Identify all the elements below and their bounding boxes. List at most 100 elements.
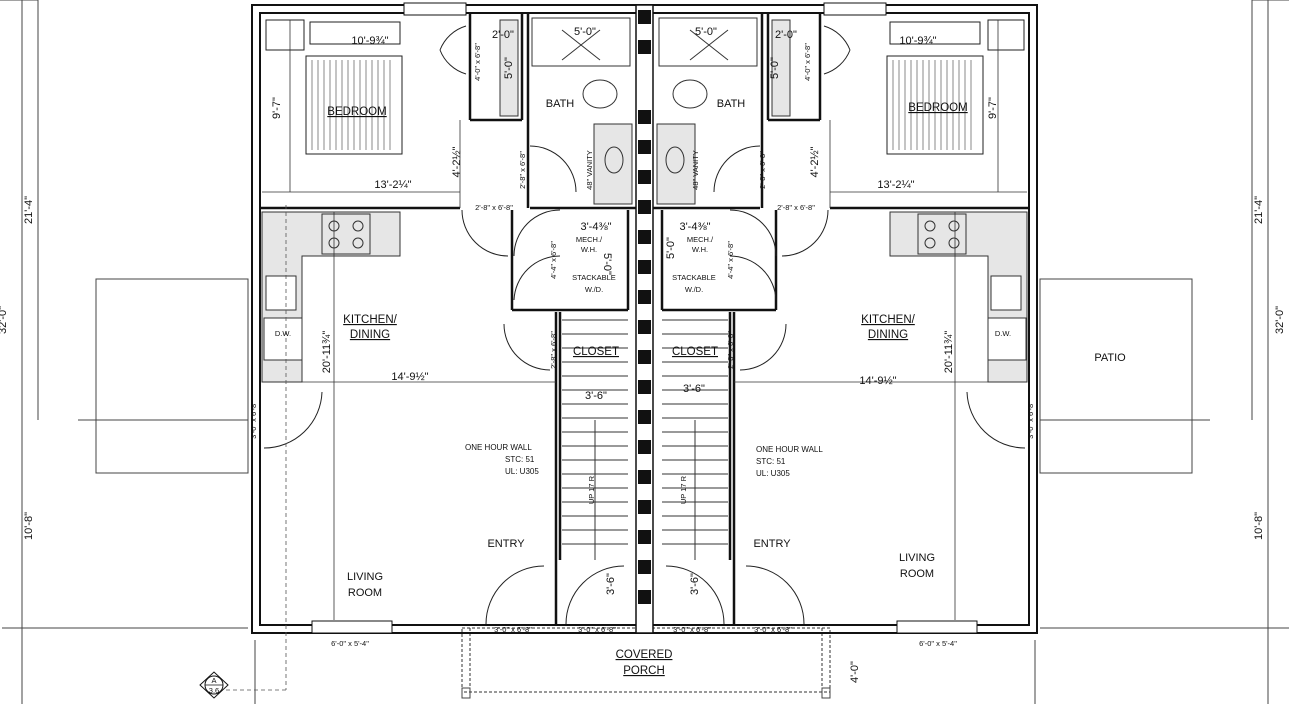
door-closet-left: 4'-0" x 6'-8"	[473, 43, 482, 81]
labels-right-unit: BEDROOM BATH KITCHEN/ DINING LIVING ROOM…	[672, 98, 1011, 580]
dim-stair-right: 3'-6"	[683, 383, 705, 395]
stack-label-right-2: W./D.	[685, 285, 703, 294]
living-label-right-1: LIVING	[899, 552, 935, 564]
dim-lower-right: 10'-8"	[1253, 512, 1265, 540]
mech-label-right-1: MECH./	[687, 235, 714, 244]
stove-right	[917, 213, 967, 255]
porch-outline	[461, 627, 831, 693]
door-bed-left: 2'-8" x 6'-8"	[475, 203, 513, 212]
dim-bed-width-left: 10'-9¾"	[351, 35, 388, 47]
door-entry-left-1: 3'-0" x 6'-8"	[494, 625, 532, 634]
party-wall-hatch	[638, 10, 651, 604]
dim-kitchen-w-right: 14'-9½"	[859, 375, 896, 387]
beds	[265, 19, 1025, 155]
wall-note-right-2: STC: 51	[756, 457, 786, 466]
closet-label-left: CLOSET	[573, 346, 619, 358]
dim-kitchen-d-left: 20'-11¾"	[321, 331, 333, 374]
kitchen-label-right-2: DINING	[868, 329, 908, 341]
dim-bed-overall-left: 13'-2¼"	[374, 179, 411, 191]
wall-note-right-3: UL: U305	[756, 469, 790, 478]
dim-mech-d-right: 5'-0"	[665, 237, 677, 259]
door-closet2-left: 2'-8" x 6'-8"	[549, 331, 558, 369]
door-patio-right: 3'-0" x 6'-8"	[1026, 401, 1035, 439]
dim-porch: 4'-0"	[849, 661, 861, 683]
wall-note-left-1: ONE HOUR WALL	[465, 443, 532, 452]
dim-hall-right: 4'-2½"	[809, 146, 821, 177]
door-closet-right: 4'-0" x 6'-8"	[803, 43, 812, 81]
kitchen-sinks	[263, 275, 1027, 361]
section-mark: A 3.6	[199, 671, 229, 699]
showers	[531, 17, 758, 174]
porch-label-1: COVERED	[616, 649, 673, 661]
dim-closet-w-right: 2'-0"	[775, 29, 797, 41]
dim-bed-overall-right: 13'-2¼"	[877, 179, 914, 191]
section-mark-bottom: 3.6	[209, 686, 219, 695]
window-left: 6'-0" x 5'-4"	[331, 639, 369, 648]
living-label-right-2: ROOM	[900, 568, 934, 580]
door-mech-right: 4'-4" x 6'-8"	[726, 241, 735, 279]
door-swings	[263, 25, 1026, 625]
dim-kitchen-w-left: 14'-9½"	[391, 371, 428, 383]
door-patio-left: 3'-0" x 6'-8"	[249, 401, 258, 439]
door-closet2-right: 2'-8" x 6'-8"	[726, 331, 735, 369]
bath-label-right: BATH	[717, 98, 746, 110]
mech-label-right-2: W.H.	[692, 245, 708, 254]
porch-posts	[254, 640, 1036, 704]
dim-total-left: 32'-0"	[0, 306, 9, 334]
dim-closet-d-right: 5'-0"	[769, 57, 781, 79]
dim-mech-d-left: 5'-0"	[601, 253, 613, 275]
kitchen-label-left-1: KITCHEN/	[343, 314, 397, 326]
stack-label-left-2: W./D.	[585, 285, 603, 294]
kitchen-label-right-1: KITCHEN/	[861, 314, 915, 326]
door-mech-left: 4'-4" x 6'-8"	[549, 241, 558, 279]
labels-left-unit: BEDROOM BATH KITCHEN/ DINING LIVING ROOM…	[275, 98, 619, 599]
living-label-left-1: LIVING	[347, 571, 383, 583]
door-entry-right-1: 3'-0" x 6'-8"	[754, 625, 792, 634]
dim-shower-right: 5'-0"	[695, 26, 717, 38]
stack-label-right-1: STACKABLE	[672, 273, 716, 282]
dim-closet-w-left: 2'-0"	[492, 29, 514, 41]
dim-lower-left: 10'-8"	[23, 512, 35, 540]
dim-bed-depth-left: 9'-7"	[271, 97, 283, 119]
dim-bed-width-right: 10'-9¾"	[899, 35, 936, 47]
dim-upper-right: 21'-4"	[1253, 196, 1265, 224]
windows	[311, 2, 978, 634]
dimension-lines	[262, 20, 1027, 620]
closet-label-right: CLOSET	[672, 346, 718, 358]
bedroom-label-right: BEDROOM	[908, 102, 967, 114]
wall-note-right-1: ONE HOUR WALL	[756, 445, 823, 454]
entry-label-right: ENTRY	[753, 538, 791, 550]
patio-label: PATIO	[1094, 352, 1126, 364]
vanity-label-left: 48" VANITY	[585, 150, 594, 190]
dim-total-right: 32'-0"	[1274, 306, 1286, 334]
dim-mech-w-right: 3'-4⅜"	[679, 221, 710, 233]
hidden-lines	[218, 205, 287, 691]
dim-upper-left: 21'-4"	[23, 196, 35, 224]
door-bed-right: 2'-8" x 6'-8"	[777, 203, 815, 212]
shared-labels: COVERED PORCH PATIO	[616, 352, 1127, 677]
kitchen-label-left-2: DINING	[350, 329, 390, 341]
wall-note-left-3: UL: U305	[505, 467, 539, 476]
dim-mech-w-left: 3'-4⅜"	[580, 221, 611, 233]
window-right: 6'-0" x 5'-4"	[919, 639, 957, 648]
dim-hall-left: 4'-2½"	[451, 146, 463, 177]
living-label-left-2: ROOM	[348, 587, 382, 599]
dim-kitchen-d-right: 20'-11¾"	[943, 331, 955, 374]
door-bath-right: 2'-8" x 6'-8"	[758, 151, 767, 189]
dim-shower-left: 5'-0"	[574, 26, 596, 38]
door-bath-left: 2'-8" x 6'-8"	[518, 151, 527, 189]
vanity-label-right: 48" VANITY	[691, 150, 700, 190]
dim-closet-d-left: 5'-0"	[503, 57, 515, 79]
section-mark-top: A	[211, 676, 216, 685]
dimension-labels: 10'-9¾" 10'-9¾" 9'-7" 9'-7" 13'-2¼" 13'-…	[0, 26, 1286, 683]
stair-label-left: UP 17 R	[587, 475, 596, 504]
stack-label-left-1: STACKABLE	[572, 273, 616, 282]
dw-label-left: D.W.	[275, 329, 291, 338]
stair-treads	[562, 319, 728, 560]
bedroom-label-left: BEDROOM	[327, 106, 386, 118]
mech-label-left-1: MECH./	[576, 235, 603, 244]
wall-note-left-2: STC: 51	[505, 455, 535, 464]
dim-stair-left: 3'-6"	[585, 390, 607, 402]
mech-label-left-2: W.H.	[581, 245, 597, 254]
